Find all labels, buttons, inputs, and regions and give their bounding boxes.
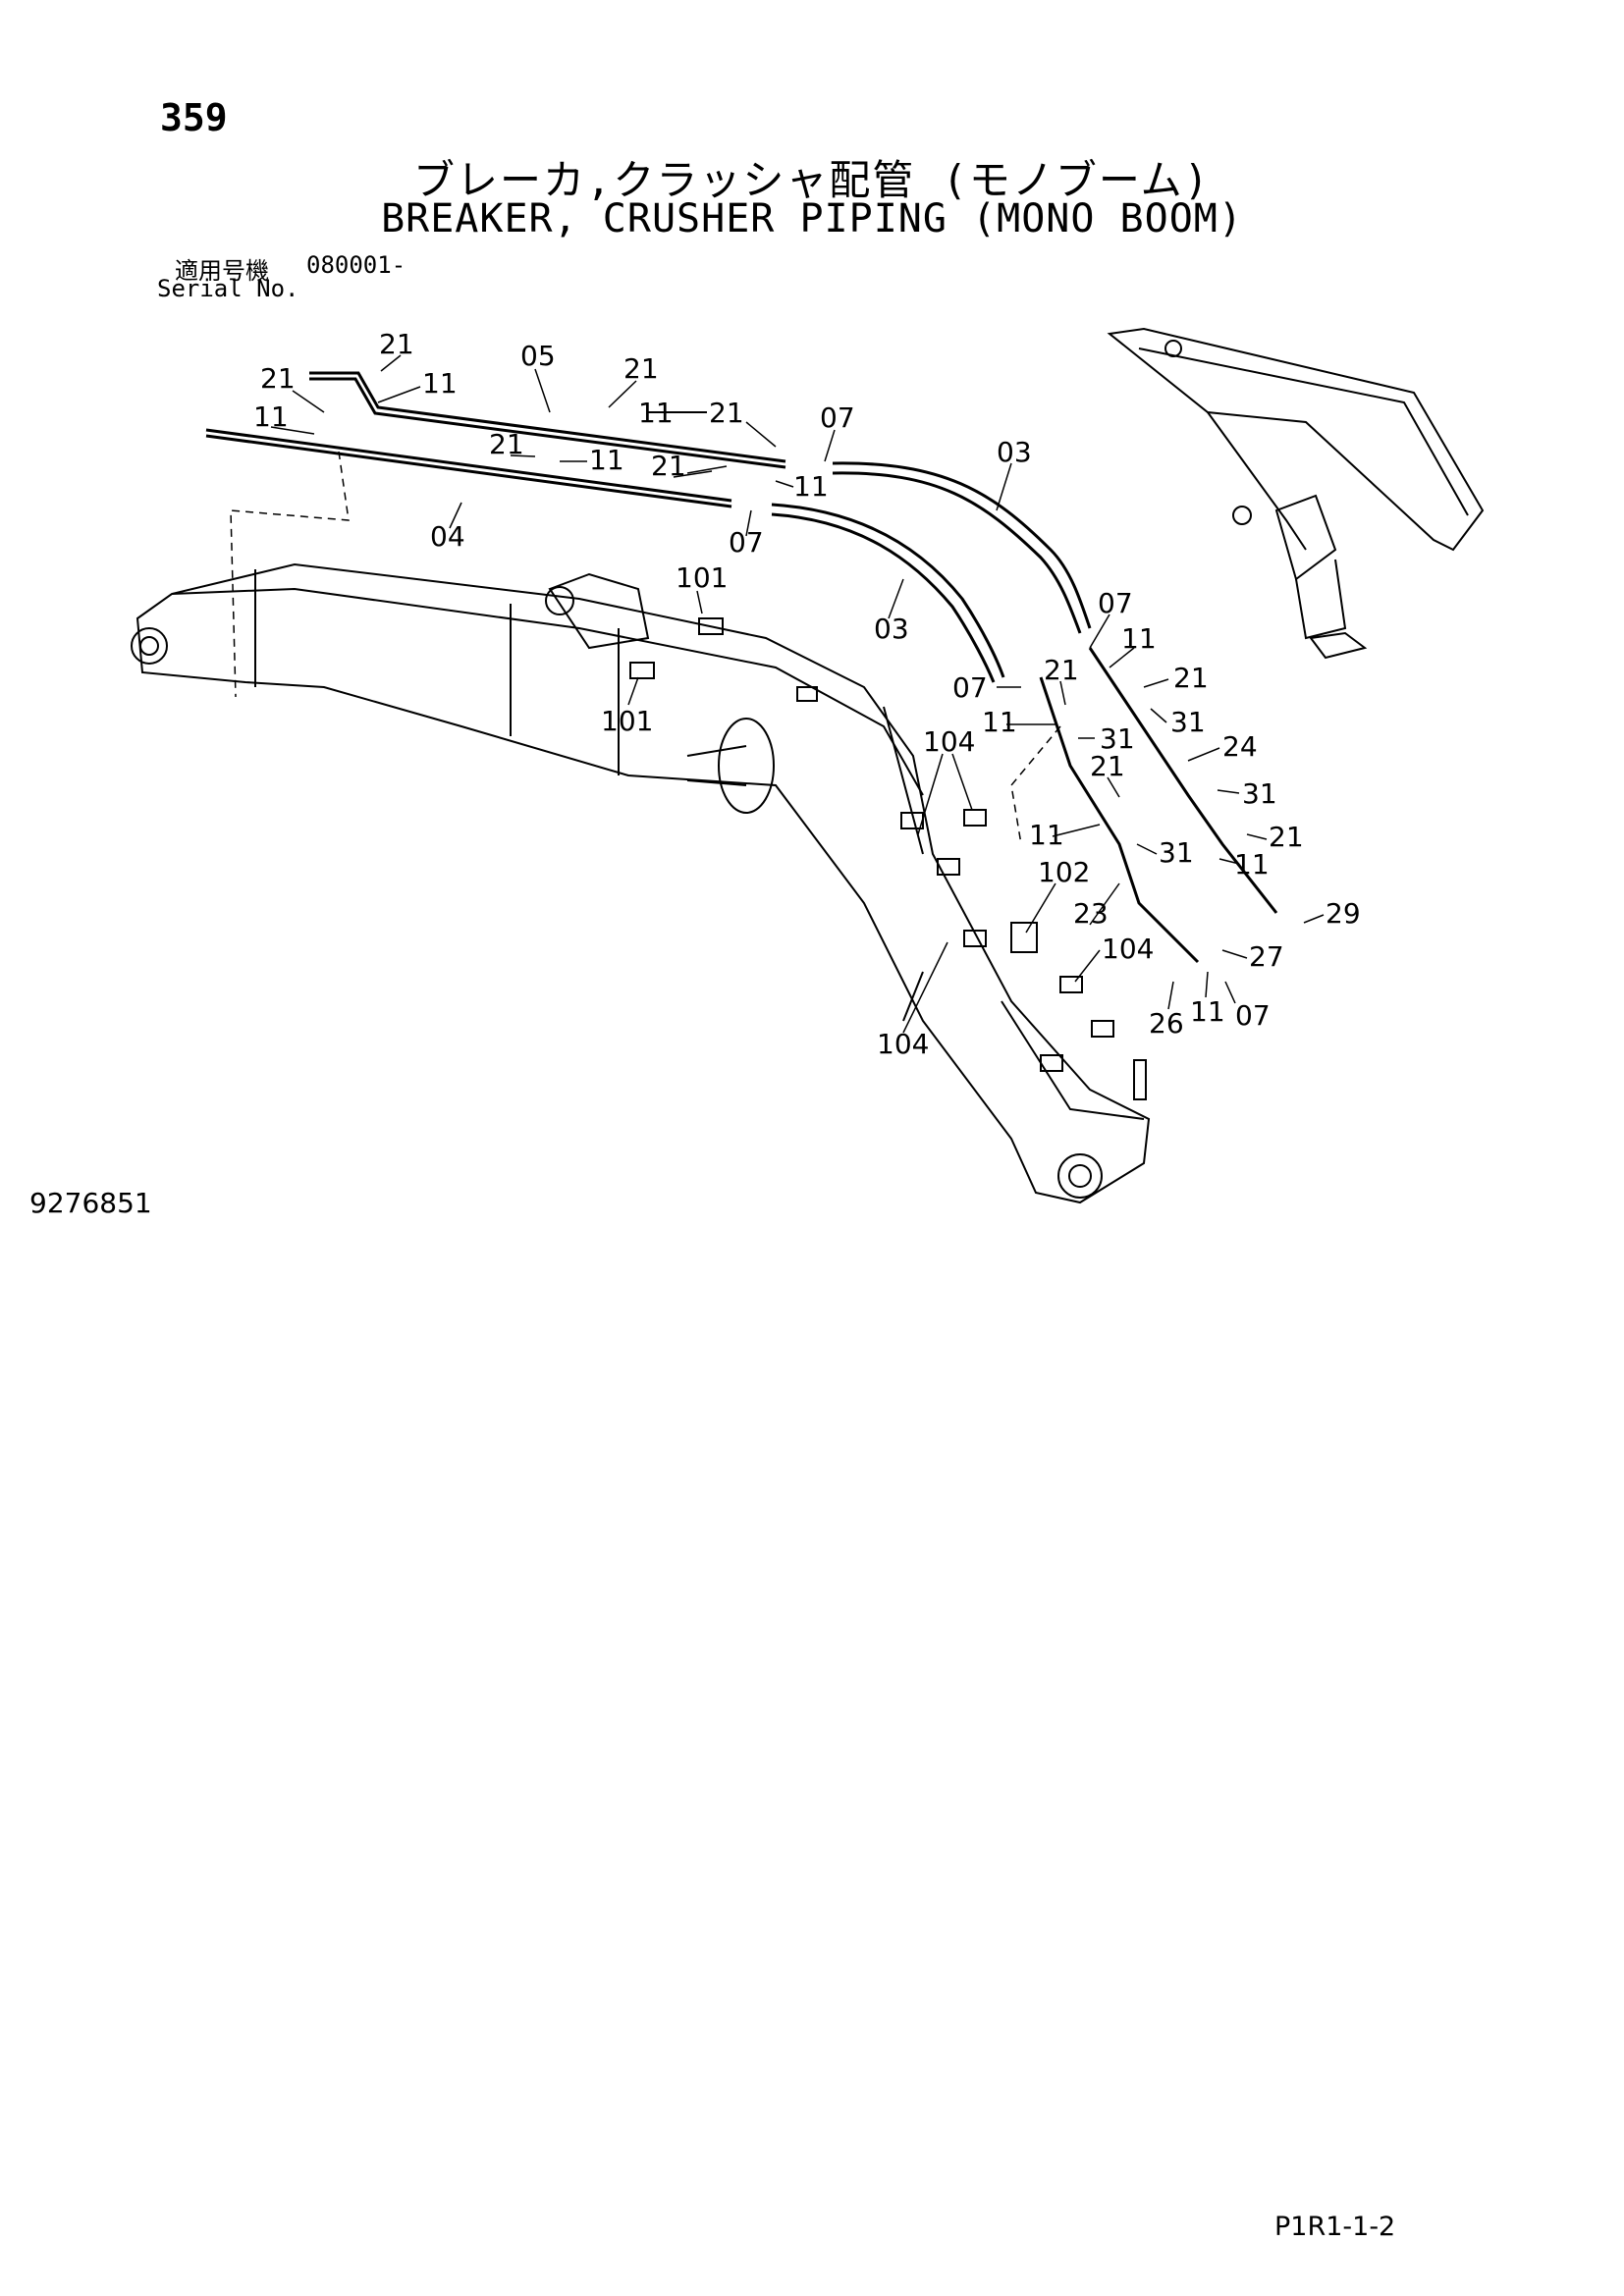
leader-lines	[270, 354, 1325, 1034]
callout-11: 11	[793, 470, 829, 503]
callout-21: 21	[623, 352, 659, 385]
callout-104: 104	[1102, 933, 1154, 965]
callout-102: 102	[1038, 856, 1090, 888]
callout-21: 21	[709, 397, 744, 429]
drawing-number: 9276851	[29, 1187, 152, 1219]
callout-11: 11	[982, 706, 1017, 738]
leader-dashes	[230, 451, 1061, 845]
callout-07: 07	[1098, 587, 1133, 619]
callout-31: 31	[1159, 836, 1194, 869]
callout-101: 101	[676, 561, 728, 594]
callout-11: 11	[1190, 995, 1225, 1028]
callout-07: 07	[729, 526, 764, 559]
inset-breaker-view	[1107, 327, 1485, 660]
callout-labels: 21 21 11 05 21 11 21 11 21 11 21 11 07 0…	[253, 328, 1361, 1060]
page-number: 359	[160, 96, 228, 139]
callout-21: 21	[260, 362, 296, 395]
callout-29: 29	[1326, 897, 1361, 930]
callout-11: 11	[253, 400, 289, 433]
page-title-japanese: ブレーカ,クラッシャ配管 (モノブーム)	[413, 156, 1211, 204]
callout-03: 03	[997, 436, 1032, 468]
callout-104: 104	[923, 725, 975, 758]
callout-26: 26	[1149, 1007, 1184, 1040]
serial-number-value: 080001-	[306, 251, 406, 279]
callout-07: 07	[952, 671, 988, 704]
callout-21: 21	[1090, 750, 1125, 782]
page-code: P1R1-1-2	[1274, 2212, 1396, 2242]
callout-31: 31	[1100, 722, 1135, 755]
serial-label-english: Serial No.	[157, 275, 299, 302]
callout-21: 21	[1269, 821, 1304, 853]
callout-27: 27	[1249, 940, 1284, 973]
callout-05: 05	[520, 340, 556, 372]
callout-03: 03	[874, 613, 909, 645]
callout-11: 11	[589, 444, 624, 476]
callout-07: 07	[820, 401, 855, 434]
callout-11: 11	[1121, 622, 1157, 655]
callout-21: 21	[1173, 662, 1209, 694]
callout-11: 11	[1234, 848, 1270, 881]
callout-24: 24	[1222, 730, 1258, 763]
callout-11: 11	[638, 397, 674, 429]
callout-101: 101	[601, 705, 653, 737]
callout-21: 21	[1044, 654, 1079, 686]
pipes-and-hoses	[205, 371, 1278, 964]
callout-07: 07	[1235, 999, 1271, 1032]
callout-31: 31	[1242, 777, 1277, 810]
callout-21: 21	[379, 328, 414, 360]
callout-31: 31	[1170, 706, 1206, 738]
callout-04: 04	[430, 520, 465, 553]
boom-drawing	[131, 411, 1151, 1204]
callout-21: 21	[489, 428, 524, 460]
page-title-english: BREAKER, CRUSHER PIPING (MONO BOOM)	[381, 196, 1243, 241]
callout-21: 21	[651, 450, 686, 482]
callout-104: 104	[877, 1028, 929, 1060]
callout-11: 11	[422, 367, 458, 400]
serial-label-japanese: 適用号機	[175, 257, 269, 285]
